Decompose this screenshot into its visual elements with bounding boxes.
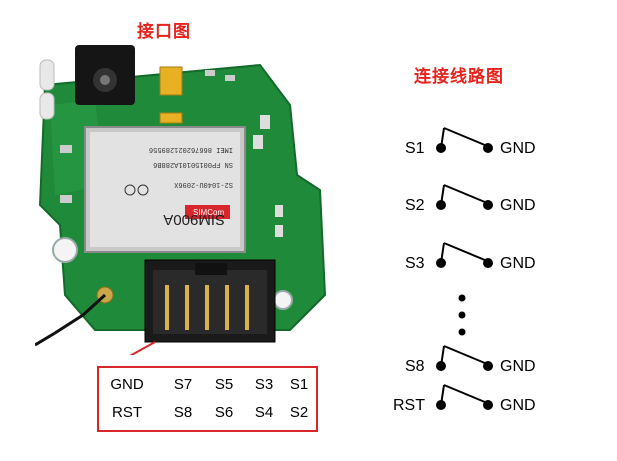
pin-label: GND [110, 376, 144, 393]
switch-3 [436, 242, 493, 268]
wiring-title: 连接线路图 [414, 67, 504, 87]
pinout-callout: GND S7 S5 S3 S1 RST S8 S6 S4 S2 [97, 366, 318, 432]
capacitor [159, 66, 183, 96]
ellipsis-dots [458, 294, 466, 336]
switch-right-label: GND [500, 397, 536, 414]
chip-model-text: SIM900A [163, 211, 225, 228]
idc-header-connector [144, 259, 276, 343]
mount-hole [52, 237, 78, 263]
switch-right-label: GND [500, 358, 536, 375]
switch-left-label: RST [393, 397, 425, 414]
pin-label: S5 [214, 376, 234, 393]
pin-label: S8 [173, 404, 193, 421]
pin-label: S6 [214, 404, 234, 421]
switch-rst [436, 384, 493, 410]
pin-label: S1 [289, 376, 309, 393]
switch-right-label: GND [500, 197, 536, 214]
chip-imei-text: IMEI 866762021289556 [149, 145, 233, 153]
pin-label: S7 [173, 376, 193, 393]
switch-left-label: S8 [405, 358, 425, 375]
pin-label: RST [112, 404, 142, 421]
switch-1 [436, 127, 493, 153]
switch-left-label: S3 [405, 255, 425, 272]
switch-8 [436, 345, 493, 371]
switch-2 [436, 184, 493, 210]
interface-title: 接口图 [137, 22, 191, 42]
switch-right-label: GND [500, 140, 536, 157]
chip-brand-text: SIMCom [193, 208, 224, 217]
gsm-module-photo: SIMCom SIM900A IMEI 866762021289556 SN F… [35, 45, 327, 355]
pin-label: S3 [254, 376, 274, 393]
pin-label: S4 [254, 404, 274, 421]
switch-left-label: S1 [405, 140, 425, 157]
switch-left-label: S2 [405, 197, 425, 214]
switch-right-label: GND [500, 255, 536, 272]
chip-sn-text: SN FP00150101A288B6 [153, 160, 233, 168]
chip-part-text: S2-1040U-2096X [173, 180, 233, 188]
sim900a-module [84, 126, 246, 253]
pin-label: S2 [289, 404, 309, 421]
